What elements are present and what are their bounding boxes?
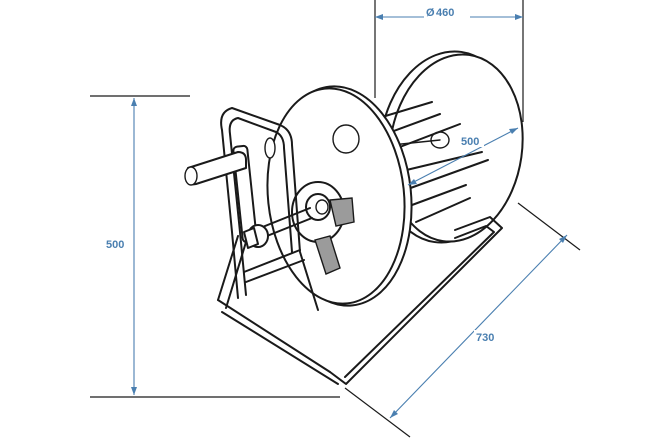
rear-flange [378, 50, 524, 244]
handle-bushing [264, 137, 276, 159]
drum-rod [397, 151, 483, 173]
label-background [424, 6, 470, 20]
label-background [460, 134, 484, 147]
front-flange [266, 85, 413, 307]
extension-lines [90, 0, 581, 438]
arrowhead [408, 179, 417, 185]
drum-rod [411, 184, 467, 206]
handle-brace-lower [245, 259, 305, 283]
drum-rod [415, 197, 471, 223]
diameter-symbol: Ø [426, 7, 435, 19]
handle-frame [184, 107, 319, 311]
label-background [474, 330, 498, 343]
ext-line-depth-back [517, 202, 581, 251]
brake-lever [243, 227, 259, 249]
arrowhead [131, 98, 137, 106]
drum-length-value: 500 [461, 136, 479, 148]
arrowhead [559, 235, 567, 243]
base-frame-left-foot-inner [221, 311, 339, 385]
drum-rod [391, 123, 461, 151]
depth-dimension-line [389, 234, 568, 419]
handle-frame-leg [217, 235, 239, 301]
base-frame [217, 216, 503, 385]
flange-cable-hole [332, 124, 360, 154]
dimension-base-depth: 730 [389, 234, 568, 419]
arrowhead [390, 410, 398, 418]
ext-line-depth-front [344, 387, 411, 438]
handle-frame-leg-inner [225, 241, 247, 309]
base-frame-outer [329, 216, 503, 385]
hub-spoke-bottom [314, 235, 341, 275]
crank-grip-end [184, 166, 198, 186]
base-frame-left-foot [217, 299, 331, 373]
drum-length-dimension-line [407, 127, 519, 186]
hub-spoke-right [329, 197, 355, 227]
dimension-drum-length: 500 [407, 127, 519, 186]
base-depth-value: 730 [476, 332, 494, 344]
handle-frame-outer [220, 107, 319, 311]
dimension-height: 500 [106, 98, 137, 395]
front-hub-center [315, 199, 329, 215]
base-frame-inner [344, 225, 495, 378]
handle-brace [243, 249, 301, 273]
arrowhead [515, 14, 523, 20]
diameter-value: 460 [436, 7, 454, 19]
dimension-diameter: Ø 460 [375, 6, 523, 20]
arrowhead [131, 387, 137, 395]
arrowhead [509, 128, 518, 134]
height-value: 500 [106, 239, 124, 251]
handle-frame-inner [228, 117, 293, 296]
drum-rod [404, 159, 489, 191]
arrowhead [375, 14, 383, 20]
